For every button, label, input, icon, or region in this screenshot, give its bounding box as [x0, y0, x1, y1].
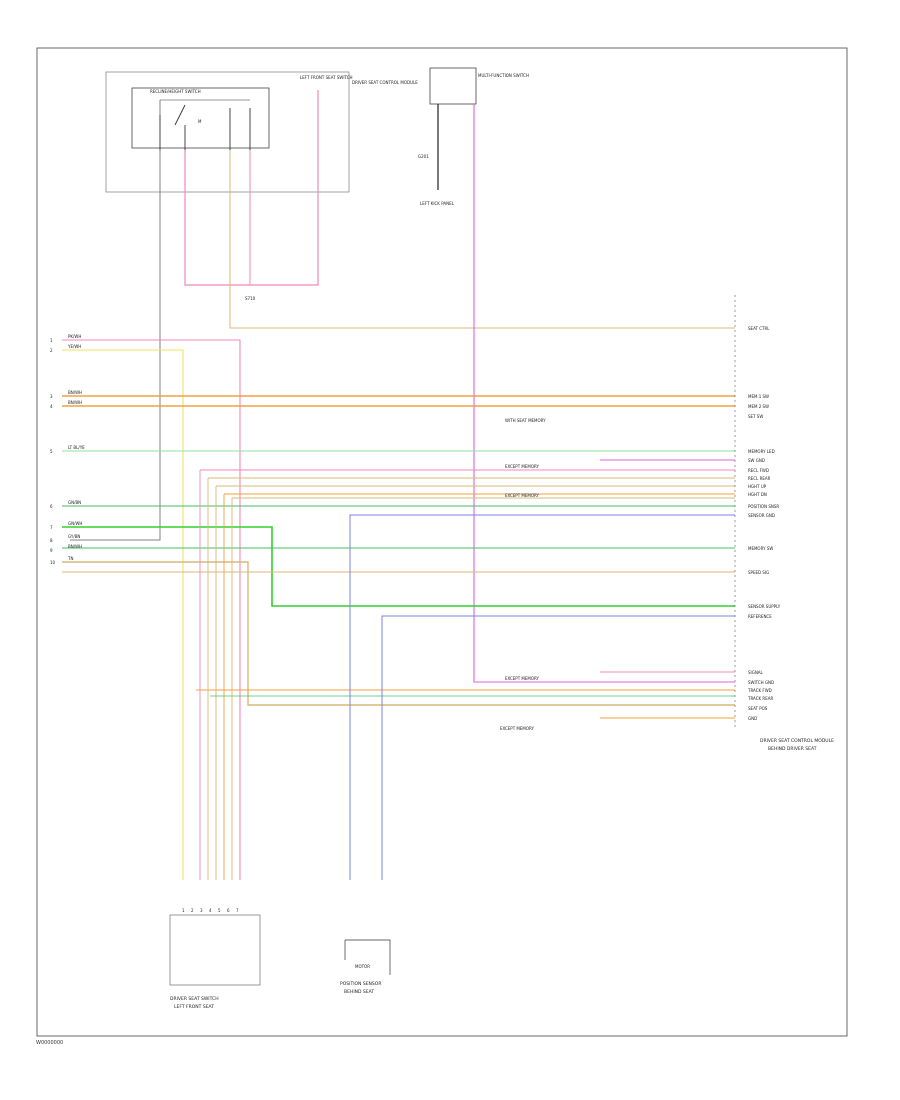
wire-bundle-4	[223, 493, 735, 880]
wire-ye-wh	[62, 349, 184, 880]
splice-label: S710	[245, 296, 256, 301]
left-label: LT BL/YE	[68, 445, 85, 450]
bottom-right-sensor	[344, 939, 391, 975]
left-labels: 1 PK/WH 2 YE/WH 3 BN/WH 4 BN/WH 5 LT BL/…	[50, 334, 85, 565]
wire-magenta	[473, 104, 735, 683]
left-pin: 7	[50, 525, 53, 530]
left-pin: 9	[50, 548, 53, 553]
bottom-left-box	[169, 914, 261, 986]
wire-bundle-1	[199, 469, 735, 880]
left-label: GN/WH	[68, 521, 82, 526]
note: EXCEPT MEMORY	[505, 676, 540, 681]
top-module-inner	[131, 87, 270, 149]
top-module-title: LEFT FRONT SEAT SWITCH	[300, 75, 353, 80]
wire-gray	[70, 150, 161, 541]
rc-label: SWITCH GND	[748, 680, 774, 685]
rc-label: MEM 2 SW	[748, 404, 769, 409]
left-label: BN/WH	[68, 400, 82, 405]
rc-label: POSITION SNSR	[748, 504, 779, 509]
left-label: PK/WH	[68, 334, 81, 339]
bottom-right-title: POSITION SENSOR	[340, 981, 381, 987]
right-connector-subtitle: BEHIND DRIVER SEAT	[768, 746, 817, 752]
note: EXCEPT MEMORY	[505, 464, 540, 469]
note: EXCEPT MEMORY	[505, 493, 540, 498]
wire-bundle-5	[231, 497, 735, 880]
rc-label: MEMORY LED	[748, 449, 775, 454]
rc-label: HGHT UP	[748, 484, 767, 489]
top-connector-title: MULTI-FUNCTION SWITCH	[478, 73, 529, 78]
bottom-left-subtitle: LEFT FRONT SEAT	[174, 1004, 214, 1010]
switch-contacts	[159, 104, 251, 150]
bottom-left-pins: 1 2 3 4 5 6 7	[182, 908, 239, 913]
left-pin: 10	[50, 560, 56, 565]
rc-label: GND	[748, 716, 757, 721]
left-pin: 6	[50, 504, 53, 509]
wire-bundle-2	[207, 477, 735, 880]
left-pin: 3	[50, 394, 53, 399]
left-label: BN/WH	[68, 390, 82, 395]
left-label: GN/BN	[68, 500, 81, 505]
wire-pk-wh	[62, 339, 241, 880]
top-connector-box	[429, 67, 477, 105]
right-connector-labels: SEAT CTRL MEM 1 SW MEM 2 SW SET SW MEMOR…	[747, 326, 781, 721]
rc-label: SW GND	[748, 458, 765, 463]
wire-blue-2	[381, 615, 735, 880]
rc-label: MEMORY SW	[748, 546, 773, 551]
bl-pin: 7	[236, 908, 239, 913]
left-label: TN	[67, 556, 73, 561]
top-module-side-label: DRIVER SEAT CONTROL MODULE	[352, 80, 418, 85]
bl-pin: 2	[191, 908, 194, 913]
rc-label: HGHT DN	[748, 492, 767, 497]
rc-label: SENSOR GND	[748, 513, 775, 518]
rc-label: TRACK FWD	[747, 688, 772, 693]
switch-label: M	[198, 119, 202, 124]
bottom-left-title: DRIVER SEAT SWITCH	[170, 996, 219, 1002]
rc-label: TRACK REAR	[747, 696, 773, 701]
rc-label: SEAT CTRL	[748, 326, 770, 331]
rc-label: REFERENCE	[748, 614, 772, 619]
switch-bus	[159, 99, 250, 115]
left-pin: 1	[50, 338, 53, 343]
rc-label: MEM 1 SW	[748, 394, 769, 399]
wire-bundle-3	[215, 485, 735, 880]
page-border	[36, 47, 848, 1037]
ground-label: G201	[418, 154, 429, 159]
figure-id: W0000000	[36, 1040, 64, 1046]
sensor-inner-label: MOTOR	[355, 964, 370, 969]
wire-pink-loop	[184, 90, 319, 286]
left-pin: 2	[50, 348, 53, 353]
left-label: BN/WH	[68, 544, 82, 549]
wire-blue-1	[349, 514, 735, 880]
left-pin: 5	[50, 449, 53, 454]
left-label: YE/WH	[67, 344, 81, 349]
bottom-right-subtitle: BEHIND SEAT	[344, 989, 374, 995]
right-connector-title: DRIVER SEAT CONTROL MODULE	[760, 738, 834, 744]
top-module-box	[105, 71, 350, 193]
rc-label: SPEED SIG	[748, 570, 769, 575]
bl-pin: 3	[200, 908, 203, 913]
rc-label: RECL FWD	[748, 468, 769, 473]
rc-label: SIGNAL	[748, 670, 764, 675]
bl-pin: 6	[227, 908, 230, 913]
bl-pin: 5	[218, 908, 221, 913]
top-connector-bottom-label: LEFT KICK PANEL	[420, 201, 455, 206]
note: WITH SEAT MEMORY	[505, 418, 546, 423]
rc-label: SET SW	[748, 414, 763, 419]
rc-label: SEAT POS	[748, 706, 768, 711]
left-label: GY/BN	[68, 534, 80, 539]
rc-label: RECL REAR	[748, 476, 771, 481]
note: EXCEPT MEMORY	[500, 726, 535, 731]
wire-gn-wh	[62, 526, 735, 607]
bl-pin: 1	[182, 908, 185, 913]
bl-pin: 4	[209, 908, 212, 913]
left-pin: 4	[50, 404, 53, 409]
left-pin: 8	[50, 538, 53, 543]
top-module-inner-label: RECLINE/HEIGHT SWITCH	[150, 89, 201, 94]
wire-tn	[62, 561, 735, 706]
rc-label: SENSOR SUPPLY	[748, 604, 781, 609]
wire-tan-ctrl	[229, 150, 735, 329]
